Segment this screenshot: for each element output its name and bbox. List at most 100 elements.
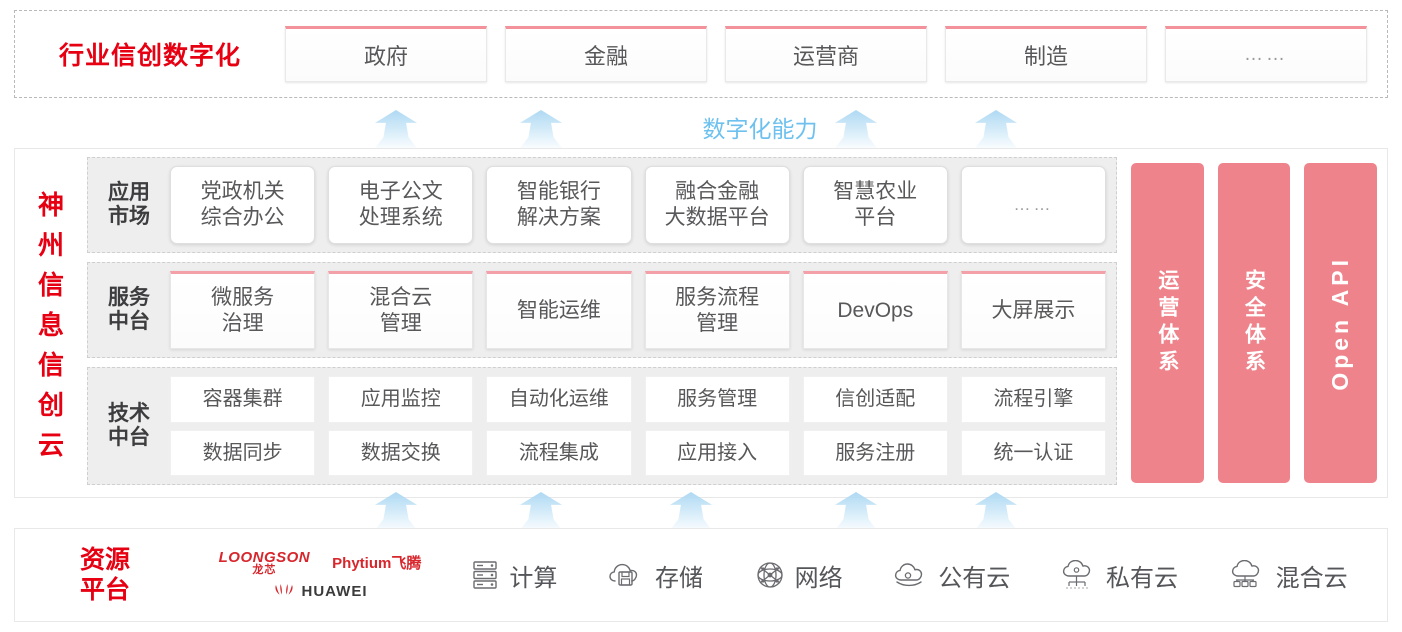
public-cloud-icon	[895, 563, 923, 587]
resource-item-label: 混合云	[1275, 564, 1348, 592]
tech-card-unified-authentication[interactable]: 统一认证	[960, 429, 1107, 476]
resource-platform-title: 资源 平台	[79, 546, 130, 604]
resource-item-compute[interactable]: 计算	[470, 558, 557, 593]
up-arrow-icon	[520, 492, 562, 530]
network-icon	[756, 562, 783, 588]
industry-card-list: 政府 金融 运营商 制造 ……	[285, 26, 1387, 82]
service-card-microservice-governance[interactable]: 微服务 治理	[170, 271, 316, 349]
band-service-platform: 服务 中台 微服务 治理 混合云 管理 智能运维 服务流程 管理 DevOps …	[87, 262, 1117, 358]
loongson-logo-text: LOONGSON	[218, 549, 311, 566]
resource-item-public-cloud[interactable]: 公有云	[893, 558, 1010, 593]
platform-panel: 神 州 信 息 信 创 云 应用 市场 党政机关 综合办公 电子公文 处理系统	[14, 148, 1388, 498]
resource-item-label: 存储	[654, 564, 703, 592]
up-arrow-icon	[375, 492, 417, 530]
platform-title-char: 神	[37, 189, 64, 220]
pillar-label: 运营体系	[1155, 269, 1179, 377]
tech-card-xinchuang-adaptation[interactable]: 信创适配	[802, 376, 948, 423]
resource-item-storage[interactable]: 存储	[608, 558, 703, 593]
pillar-open-api[interactable]: Open API	[1304, 163, 1378, 483]
hybrid-cloud-icon	[1231, 560, 1259, 588]
pillar-security-system[interactable]: 安全体系	[1217, 163, 1291, 483]
service-card-large-screen-display[interactable]: 大屏展示	[960, 271, 1107, 349]
app-card-smart-agriculture-platform[interactable]: 智慧农业 平台	[802, 166, 948, 244]
capability-label: 数字化能力	[702, 116, 818, 142]
industry-band: 行业信创数字化 政府 金融 运营商 制造 ……	[14, 10, 1388, 98]
industry-card-operator[interactable]: 运营商	[725, 26, 927, 82]
resource-item-label: 网络	[794, 564, 843, 592]
app-card-government-office[interactable]: 党政机关 综合办公	[170, 166, 316, 244]
industry-card-manufacturing[interactable]: 制造	[945, 26, 1147, 82]
platform-title-char: 信	[37, 269, 64, 300]
service-card-process-management[interactable]: 服务流程 管理	[644, 271, 790, 349]
capability-arrow-band: 数字化能力	[0, 104, 1402, 148]
app-card-more[interactable]: ……	[960, 166, 1107, 244]
up-arrow-icon	[975, 492, 1017, 530]
vendor-row-bottom: HUAWEI	[273, 583, 368, 600]
cloud-storage-icon	[609, 563, 638, 586]
platform-body: 应用 市场 党政机关 综合办公 电子公文 处理系统 智能银行 解决方案 融合金融…	[87, 149, 1387, 497]
app-card-e-document-system[interactable]: 电子公文 处理系统	[328, 166, 474, 244]
platform-title-char: 云	[37, 429, 64, 460]
tech-card-automated-ops[interactable]: 自动化运维	[486, 376, 632, 423]
resource-item-network[interactable]: 网络	[754, 558, 843, 593]
app-card-finance-bigdata-platform[interactable]: 融合金融 大数据平台	[644, 166, 790, 244]
resource-item-list: 计算 存储	[445, 558, 1387, 593]
technology-card-grid: 容器集群 应用监控 自动化运维 服务管理 信创适配 流程引擎 数据同步 数据交换…	[170, 376, 1107, 476]
resource-platform-panel: 资源 平台 LOONGSON 龙芯 Phytium飞腾	[14, 528, 1388, 622]
huawei-logo: HUAWEI	[273, 583, 368, 600]
platform-title-char: 信	[37, 349, 64, 380]
vendor-logo-group: LOONGSON 龙芯 Phytium飞腾 HUAWEI	[195, 550, 445, 600]
resource-item-hybrid-cloud[interactable]: 混合云	[1229, 558, 1348, 593]
band-application-market: 应用 市场 党政机关 综合办公 电子公文 处理系统 智能银行 解决方案 融合金融…	[87, 157, 1117, 253]
resource-item-label: 计算	[509, 564, 558, 592]
tech-card-data-sync[interactable]: 数据同步	[170, 429, 316, 476]
tech-card-data-exchange[interactable]: 数据交换	[328, 429, 474, 476]
app-card-smart-bank-solution[interactable]: 智能银行 解决方案	[486, 166, 632, 244]
pillar-operations-system[interactable]: 运营体系	[1131, 163, 1204, 483]
platform-title-char: 创	[37, 389, 64, 420]
band-label-technology-platform: 技术 中台	[108, 401, 150, 449]
industry-card-finance[interactable]: 金融	[505, 26, 707, 82]
phytium-logo: Phytium飞腾	[332, 554, 422, 572]
server-icon	[473, 561, 498, 589]
platform-rows: 应用 市场 党政机关 综合办公 电子公文 处理系统 智能银行 解决方案 融合金融…	[87, 157, 1117, 489]
huawei-flower-icon	[274, 583, 293, 595]
up-arrow-icon	[375, 110, 417, 148]
tech-card-service-management[interactable]: 服务管理	[644, 376, 790, 423]
technology-card-row-2: 数据同步 数据交换 流程集成 应用接入 服务注册 统一认证	[170, 429, 1107, 476]
service-card-list: 微服务 治理 混合云 管理 智能运维 服务流程 管理 DevOps 大屏展示	[170, 271, 1107, 349]
service-card-intelligent-ops[interactable]: 智能运维	[486, 271, 632, 349]
pillar-label: Open API	[1327, 255, 1354, 391]
tech-card-process-integration[interactable]: 流程集成	[486, 429, 632, 476]
tech-card-process-engine[interactable]: 流程引擎	[960, 376, 1107, 423]
tech-card-container-cluster[interactable]: 容器集群	[170, 376, 316, 423]
loongson-logo: LOONGSON 龙芯	[219, 550, 311, 576]
tech-card-application-monitoring[interactable]: 应用监控	[328, 376, 474, 423]
pillar-label: 安全体系	[1242, 269, 1266, 377]
tech-card-application-access[interactable]: 应用接入	[644, 429, 790, 476]
band-label-application-market: 应用 市场	[108, 180, 150, 228]
tech-card-service-registry[interactable]: 服务注册	[802, 429, 948, 476]
up-arrow-icon	[835, 492, 877, 530]
vendor-row-top: LOONGSON 龙芯 Phytium飞腾	[219, 550, 422, 576]
industry-card-government[interactable]: 政府	[285, 26, 487, 82]
service-card-devops[interactable]: DevOps	[802, 271, 948, 349]
application-card-list: 党政机关 综合办公 电子公文 处理系统 智能银行 解决方案 融合金融 大数据平台…	[170, 166, 1107, 244]
huawei-logo-text: HUAWEI	[301, 583, 368, 600]
resource-item-label: 公有云	[938, 564, 1011, 592]
up-arrow-icon	[520, 110, 562, 148]
private-cloud-icon	[1062, 560, 1091, 589]
service-card-hybrid-cloud-management[interactable]: 混合云 管理	[328, 271, 474, 349]
platform-title-char: 州	[37, 229, 64, 260]
resource-item-label: 私有云	[1105, 564, 1178, 592]
band-technology-platform: 技术 中台 容器集群 应用监控 自动化运维 服务管理 信创适配 流程引擎	[87, 367, 1117, 485]
industry-band-title: 行业信创数字化	[58, 42, 241, 70]
industry-card-more[interactable]: ……	[1165, 26, 1367, 82]
platform-pillars: 运营体系 安全体系 Open API	[1127, 157, 1378, 489]
resource-item-private-cloud[interactable]: 私有云	[1061, 558, 1178, 593]
resource-arrow-band	[0, 486, 1402, 530]
loongson-logo-subtext: 龙芯	[252, 564, 277, 576]
technology-card-row-1: 容器集群 应用监控 自动化运维 服务管理 信创适配 流程引擎	[170, 376, 1107, 423]
up-arrow-icon	[975, 110, 1017, 148]
